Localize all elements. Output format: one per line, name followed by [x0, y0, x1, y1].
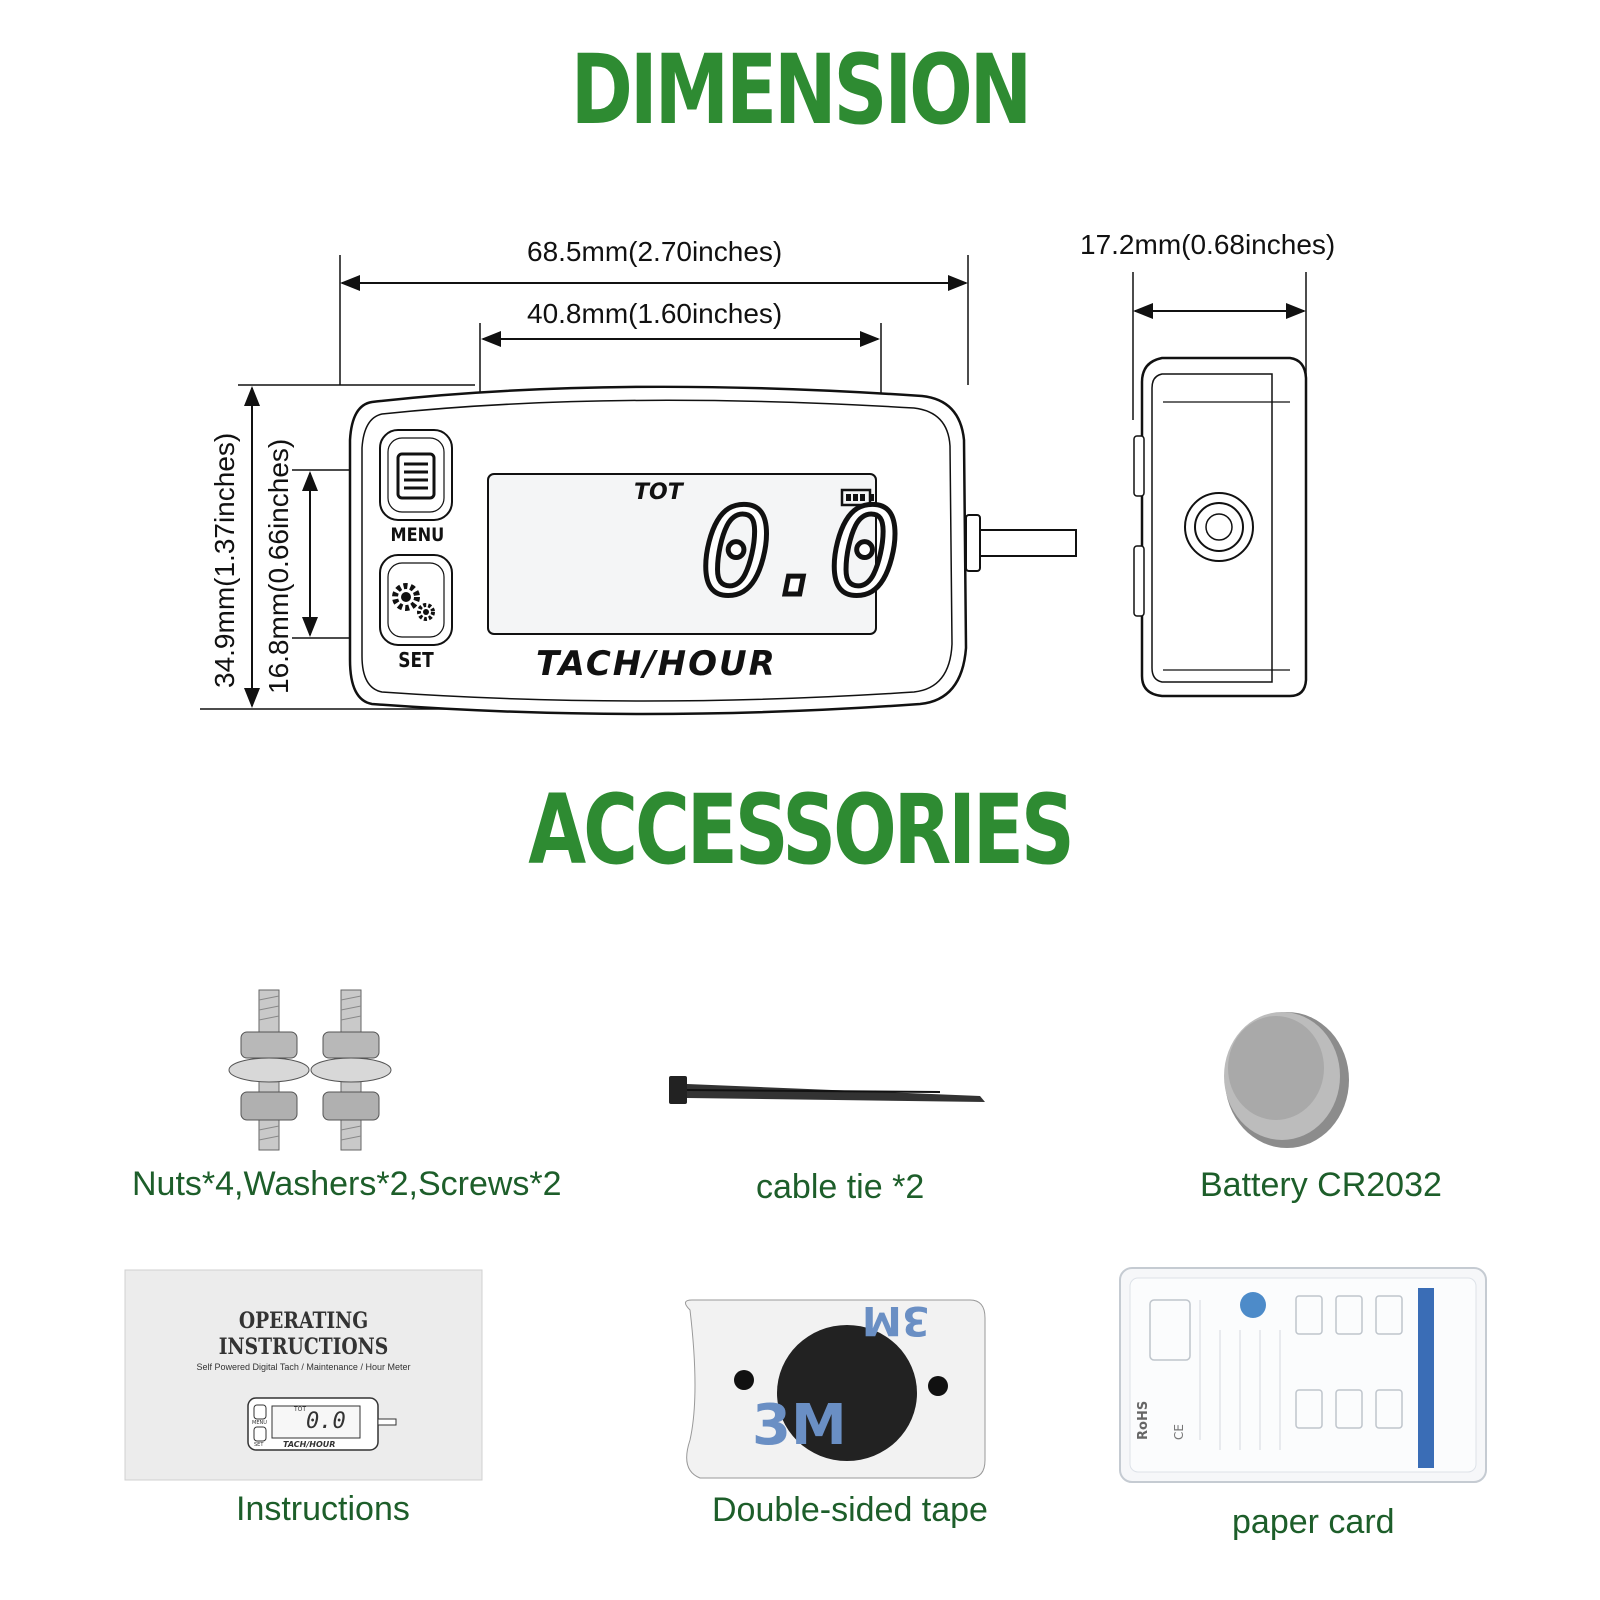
- caption-hardware: Nuts*4,Washers*2,Screws*2: [132, 1165, 562, 1203]
- tape-brand-top: 3M: [862, 1297, 930, 1343]
- overall-height-label: 34.9mm(1.37inches): [209, 432, 240, 688]
- battery-icon: [840, 488, 874, 507]
- tape-brand-bottom: 3M: [752, 1393, 847, 1458]
- set-label: SET: [398, 648, 434, 672]
- caption-battery: Battery CR2032: [1200, 1166, 1442, 1204]
- coin-battery-icon: [1224, 1012, 1349, 1148]
- booklet-mini-set: SET: [254, 1442, 264, 1448]
- screws-nuts-icon: [228, 989, 392, 1151]
- caption-cable-tie: cable tie *2: [756, 1168, 925, 1206]
- caption-paper-card: paper card: [1232, 1503, 1395, 1541]
- tot-label: TOT: [634, 480, 683, 505]
- booklet-title: OPERATING INSTRUCTIONS: [218, 1308, 389, 1360]
- booklet-mini-brand: TACH/HOUR: [283, 1440, 336, 1449]
- caption-tape: Double-sided tape: [712, 1491, 988, 1529]
- menu-list-icon: [396, 452, 436, 500]
- lcd-display: [487, 473, 877, 635]
- tape-icon: [685, 1299, 986, 1479]
- caption-instructions: Instructions: [236, 1490, 410, 1528]
- menu-label: MENU: [390, 524, 445, 546]
- overall-width-label: 68.5mm(2.70inches): [527, 236, 783, 267]
- cable-tie-icon: [669, 1076, 985, 1104]
- instructions-booklet-icon: [124, 1269, 483, 1481]
- display-width-label: 40.8mm(1.60inches): [527, 298, 783, 329]
- depth-label: 17.2mm(0.68inches): [1080, 229, 1336, 260]
- meter-side: [1133, 356, 1308, 698]
- booklet-mini-reading: 0.0: [306, 1409, 346, 1434]
- gears-icon: [392, 583, 435, 621]
- accessories-heading: ACCESSORIES: [528, 774, 1075, 886]
- card-rohs: RoHS: [1136, 1400, 1151, 1440]
- booklet-mini-menu: MENU: [252, 1420, 267, 1426]
- booklet-subtitle: Self Powered Digital Tach / Maintenance …: [196, 1362, 411, 1372]
- brand-label: TACH/HOUR: [536, 644, 777, 684]
- meter-front: [348, 385, 1077, 716]
- lcd-reading: 0.0: [698, 484, 904, 623]
- booklet-mini-tot: TOT: [294, 1406, 307, 1413]
- card-ce: CE: [1172, 1424, 1186, 1440]
- cable-stub: [965, 529, 1077, 557]
- dimension-heading: DIMENSION: [570, 34, 1033, 146]
- paper-card-icon: [1119, 1267, 1487, 1483]
- display-height-label: 16.8mm(0.66inches): [263, 438, 294, 694]
